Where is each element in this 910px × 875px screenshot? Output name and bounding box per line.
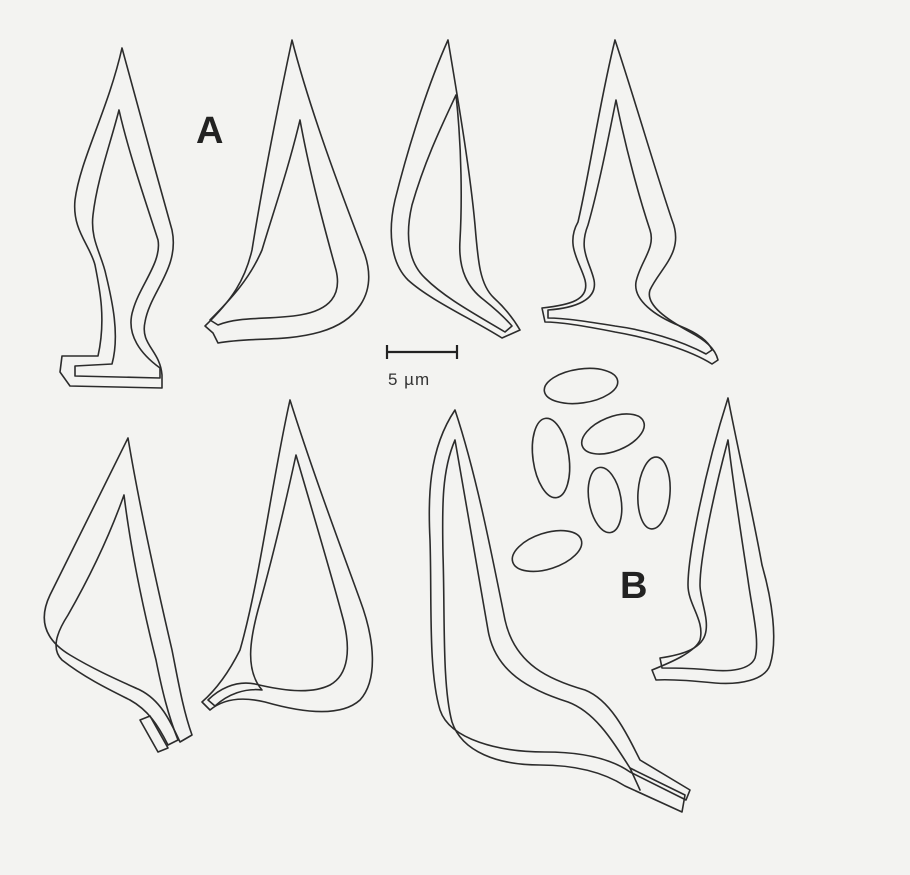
cystidium-a1 (60, 48, 173, 388)
spore (576, 406, 650, 462)
cystidium-a2 (205, 40, 369, 343)
cystidium-a3 (391, 40, 520, 338)
spore (507, 523, 587, 579)
cystidium-a7 (429, 410, 690, 812)
spores (507, 364, 672, 579)
cystidium-a6 (202, 400, 372, 712)
spore (636, 456, 673, 530)
panel-b-label: B (620, 565, 647, 607)
scale-bar: 5 µm (387, 345, 457, 389)
spore (528, 416, 575, 500)
spore (542, 364, 620, 408)
panel-a-label: A (196, 110, 223, 152)
spore (584, 465, 627, 536)
scale-bar-label: 5 µm (388, 370, 430, 389)
cystidium-a5 (44, 438, 192, 752)
cystidium-a4 (542, 40, 718, 364)
cystidium-b1 (652, 398, 774, 683)
